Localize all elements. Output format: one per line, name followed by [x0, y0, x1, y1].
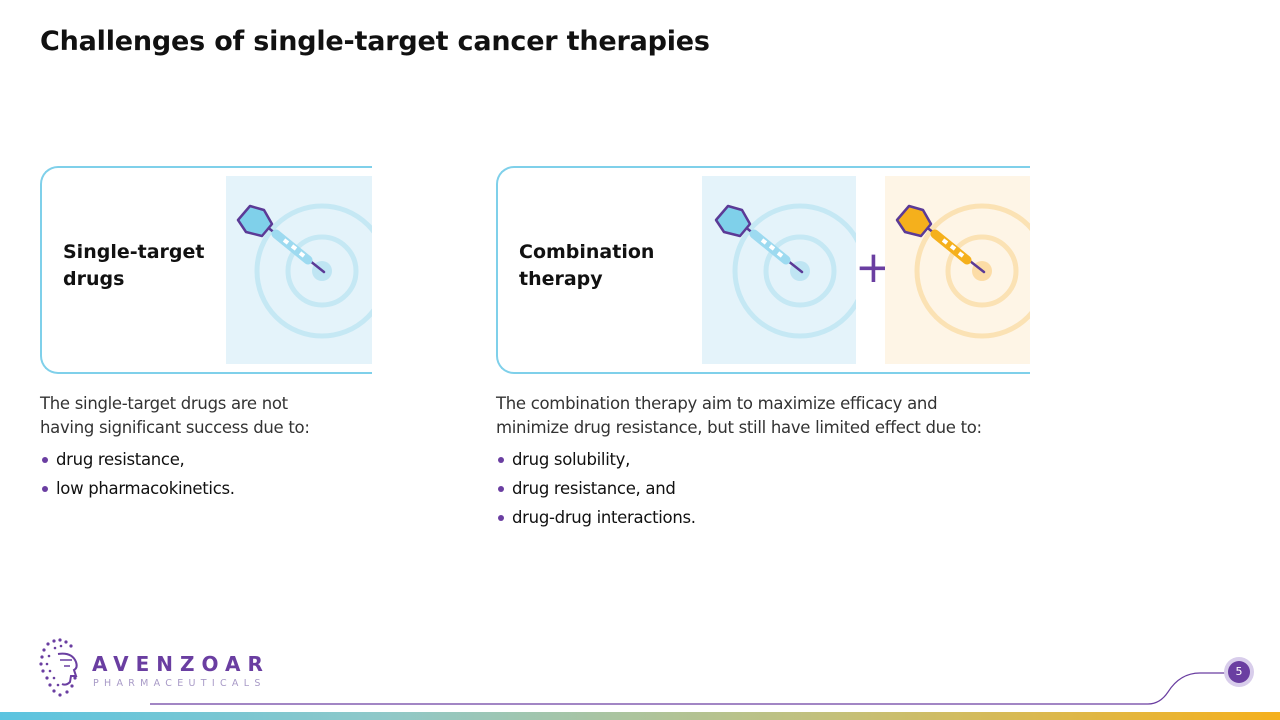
combination-illustration-orange	[885, 176, 1030, 364]
list-item: low pharmacokinetics.	[40, 474, 235, 503]
combination-desc-line2: minimize drug resistance, but still have…	[496, 418, 982, 437]
page-number: 5	[1228, 661, 1250, 683]
list-item: drug resistance,	[40, 445, 235, 474]
single-target-illustration	[226, 176, 372, 364]
combination-illustration-blue	[702, 176, 856, 364]
bullet-text: low pharmacokinetics.	[56, 479, 235, 498]
combination-label-line1: Combination	[519, 241, 655, 263]
logo-name: AVENZOAR	[92, 652, 270, 676]
combination-description: The combination therapy aim to maximize …	[496, 392, 982, 440]
bullet-icon	[42, 457, 48, 463]
bottom-gradient-bar	[0, 712, 1280, 720]
logo-subtitle: PHARMACEUTICALS	[93, 678, 266, 689]
bullet-text: drug resistance, and	[512, 479, 676, 498]
footer-line	[150, 672, 1228, 705]
combination-desc-line1: The combination therapy aim to maximize …	[496, 394, 938, 413]
combination-label-line2: therapy	[519, 268, 603, 290]
bullet-text: drug-drug interactions.	[512, 508, 696, 527]
single-target-desc-line1: The single-target drugs are not	[40, 394, 288, 413]
dart-target-orange-icon	[895, 203, 1030, 339]
bullet-icon	[498, 486, 504, 492]
bullet-icon	[498, 457, 504, 463]
single-target-label-line2: drugs	[63, 268, 125, 290]
combination-bullet-list: drug solubility, drug resistance, and dr…	[496, 445, 696, 532]
list-item: drug resistance, and	[496, 474, 696, 503]
bullet-text: drug solubility,	[512, 450, 631, 469]
dart-target-blue-icon	[236, 203, 372, 339]
single-target-label: Single-target drugs	[63, 239, 204, 293]
avenzoar-logo-icon	[39, 638, 78, 697]
page-title: Challenges of single-target cancer thera…	[40, 26, 710, 57]
bullet-icon	[42, 486, 48, 492]
single-target-desc-line2: having significant success due to:	[40, 418, 310, 437]
combination-label: Combination therapy	[519, 239, 654, 293]
dart-target-blue-icon	[714, 203, 856, 339]
list-item: drug solubility,	[496, 445, 696, 474]
company-logo: AVENZOAR PHARMACEUTICALS	[38, 638, 278, 700]
bullet-icon	[498, 515, 504, 521]
single-target-label-line1: Single-target	[63, 241, 205, 263]
list-item: drug-drug interactions.	[496, 503, 696, 532]
single-target-bullet-list: drug resistance, low pharmacokinetics.	[40, 445, 235, 503]
single-target-description: The single-target drugs are not having s…	[40, 392, 310, 440]
bullet-text: drug resistance,	[56, 450, 185, 469]
